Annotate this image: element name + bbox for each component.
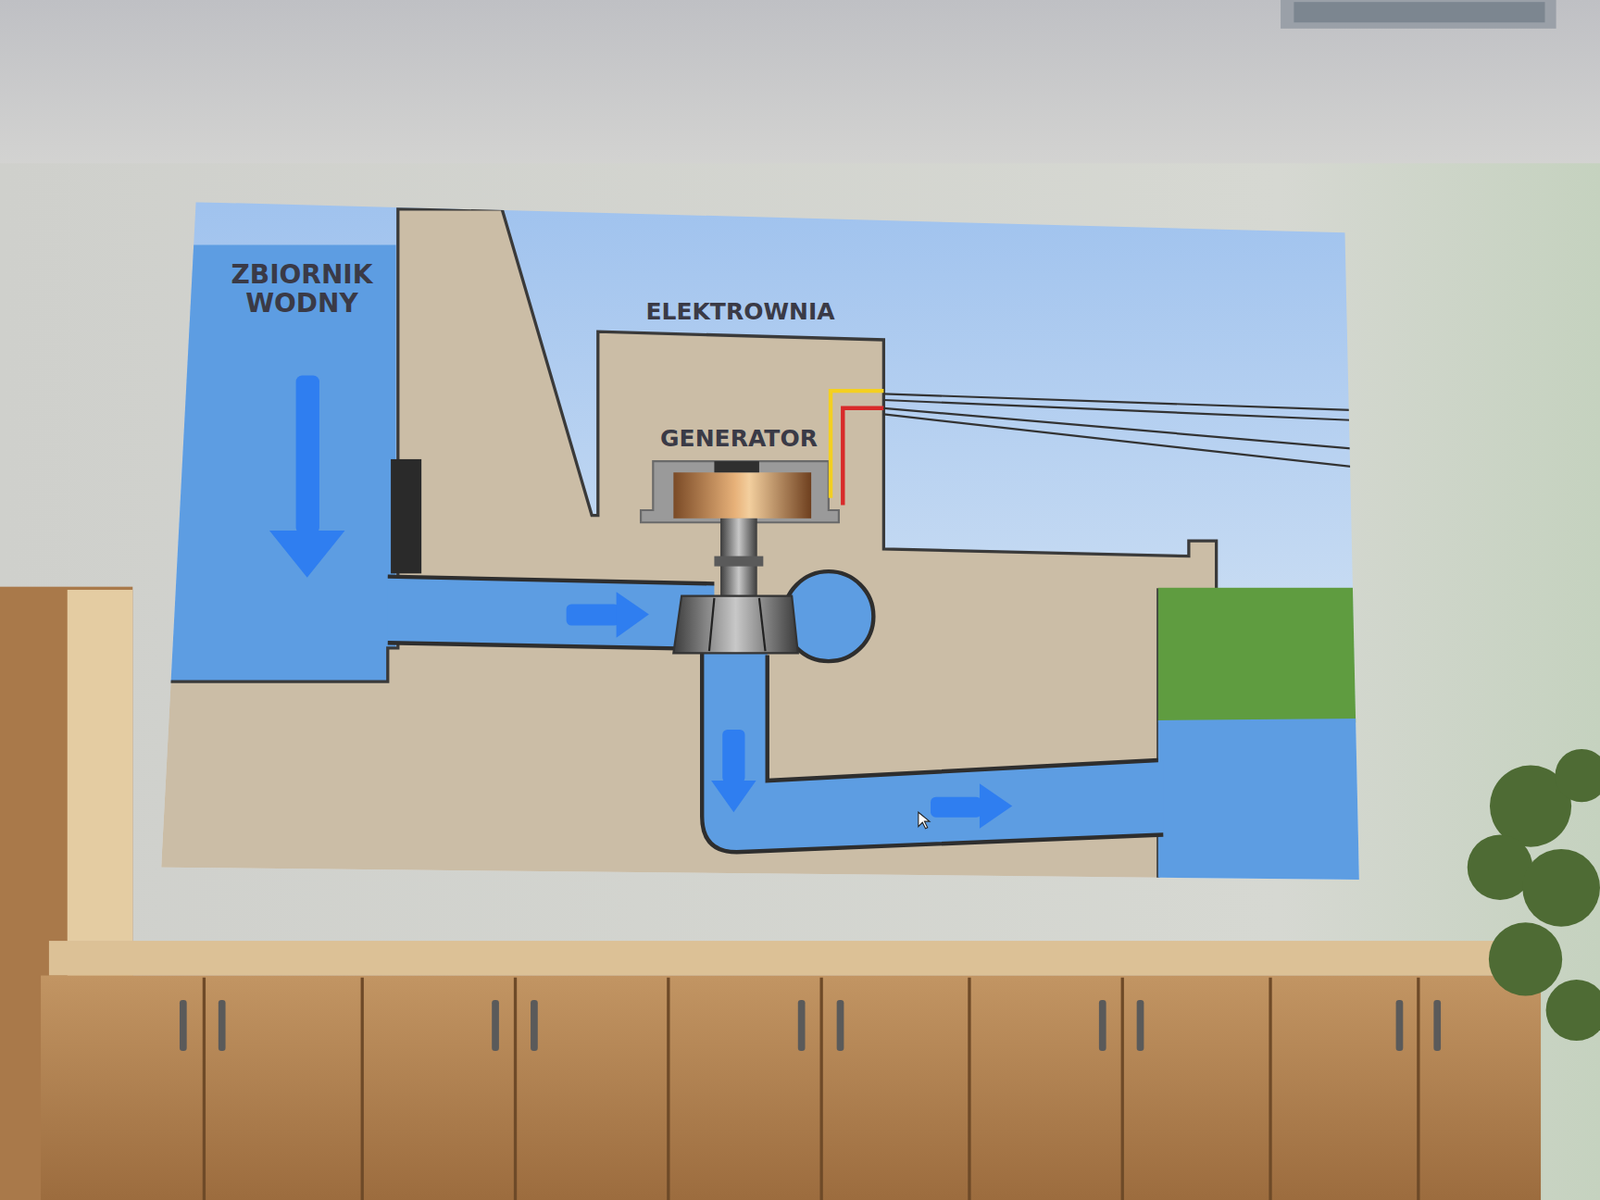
- arrow-shaft: [722, 729, 745, 783]
- generator-unit: GENERATOR: [636, 422, 842, 532]
- arrow-shaft: [930, 797, 982, 818]
- channel-wall: [387, 642, 702, 650]
- handle: [179, 1000, 188, 1051]
- tailwater: [1158, 718, 1368, 888]
- draft-tube: [701, 649, 1163, 852]
- flow-arrow: [269, 375, 346, 578]
- intake-channel: [387, 576, 715, 650]
- channel-wall: [387, 576, 715, 585]
- reservoir-water: [152, 244, 396, 682]
- plant: [1467, 749, 1600, 1041]
- arrow-head: [711, 780, 756, 813]
- handle: [491, 1000, 500, 1051]
- generator-housing: [640, 461, 839, 523]
- flow-arrow: [566, 591, 650, 638]
- flow-arrow: [930, 783, 1013, 828]
- power-line: [883, 408, 1357, 450]
- door-handles: [179, 1000, 1441, 1051]
- node-label: ZBIORNIK WODNY: [209, 257, 395, 319]
- generator-rotor: [673, 472, 812, 519]
- flow-arrow: [711, 729, 756, 813]
- node-label: GENERATOR: [636, 422, 842, 452]
- generator-top: [713, 461, 759, 473]
- wire-red: [842, 408, 884, 506]
- sky: [152, 193, 1377, 888]
- leaf: [1488, 922, 1563, 996]
- door-gap: [513, 977, 517, 1200]
- arrow-shaft: [296, 375, 320, 535]
- handle: [218, 1000, 226, 1051]
- powerhouse-building: ELEKTROWNIAGENERATOR: [597, 337, 884, 551]
- grass: [1158, 587, 1363, 723]
- door-gap: [1121, 977, 1125, 1200]
- leaf: [1546, 979, 1600, 1041]
- sideboard-top: [49, 940, 1529, 975]
- handle: [1433, 1000, 1441, 1051]
- reservoir-region: ZBIORNIK WODNY: [209, 257, 395, 334]
- door-gap: [1268, 977, 1272, 1200]
- turbine-blade: [759, 598, 766, 651]
- node-label: ELEKTROWNIA: [597, 299, 884, 325]
- arrow-shaft: [566, 603, 620, 625]
- mouse-cursor: [918, 812, 930, 829]
- leaf: [1522, 849, 1600, 927]
- intake-gate: [390, 459, 422, 574]
- turbine: [673, 596, 798, 654]
- turbine-blade: [709, 598, 715, 651]
- door-gap: [666, 977, 670, 1200]
- handle: [1396, 1000, 1404, 1051]
- handle: [530, 1000, 538, 1051]
- projection: [152, 193, 1377, 888]
- ceiling: [0, 0, 1600, 174]
- dam-and-powerhouse: [152, 209, 1216, 888]
- handle: [1099, 1000, 1107, 1051]
- door-gap: [1416, 977, 1420, 1200]
- power-line: [883, 413, 1357, 467]
- arrow-head: [979, 783, 1013, 828]
- arrow-head: [269, 530, 346, 578]
- draft-tube-wall: [701, 649, 1163, 852]
- power-line: [883, 400, 1357, 421]
- handle: [798, 1000, 806, 1051]
- door-gap: [202, 977, 206, 1200]
- draft-tube-wall: [767, 655, 1159, 782]
- door-gaps: [203, 977, 1418, 1200]
- door-gap: [967, 977, 971, 1200]
- shaft-ring: [713, 556, 763, 567]
- leaf: [1555, 749, 1600, 802]
- arrow-head: [616, 591, 650, 638]
- ceiling-light-grid: [1293, 1, 1545, 23]
- handle: [837, 1000, 845, 1051]
- wall: [0, 162, 1600, 1200]
- door-gap: [361, 977, 364, 1200]
- handle: [1137, 1000, 1145, 1051]
- ceiling-light: [1280, 0, 1557, 29]
- sideboard-front: [40, 975, 1541, 1200]
- door-gap: [819, 977, 823, 1200]
